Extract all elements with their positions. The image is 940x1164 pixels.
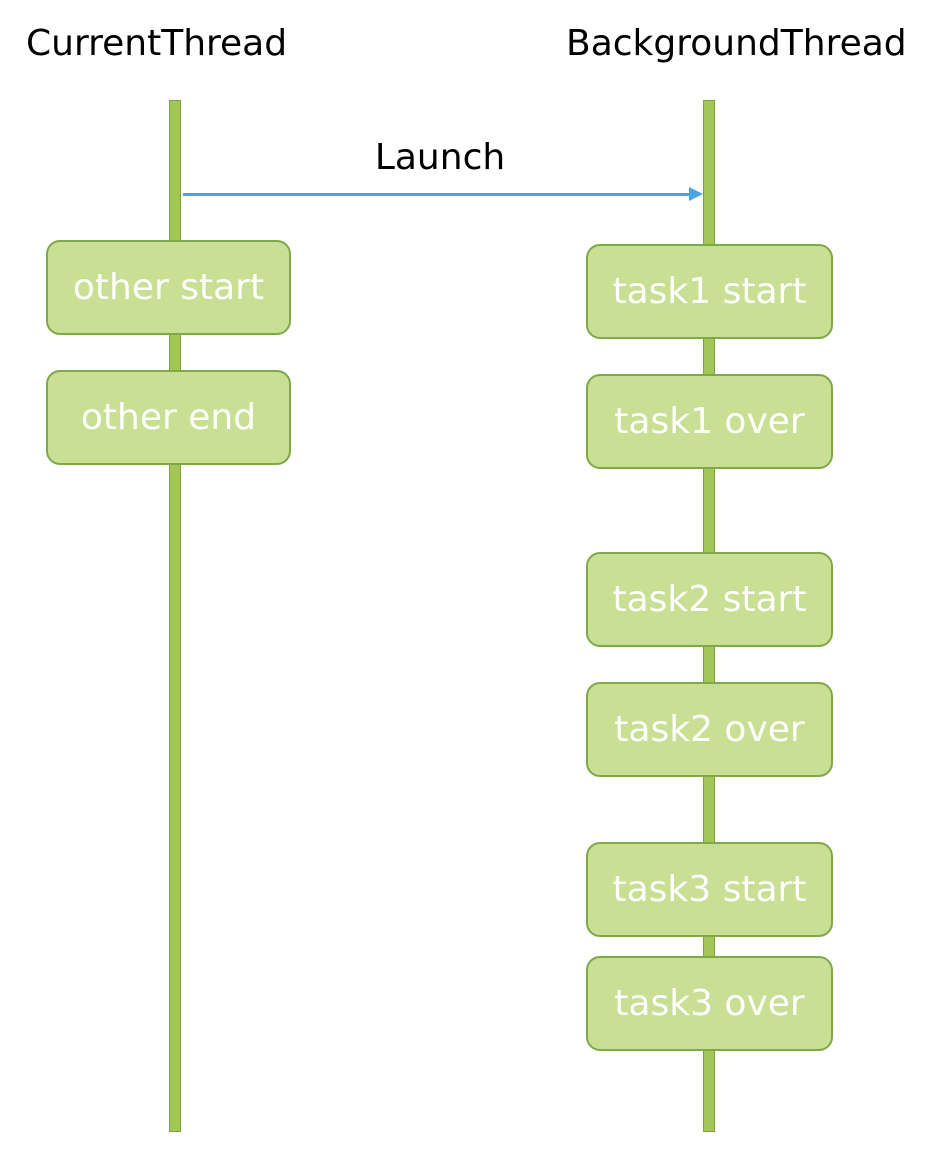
background-thread-title: BackgroundThread	[566, 23, 907, 64]
launch-arrow-line	[183, 193, 691, 196]
task1-start-block: task1 start	[586, 244, 833, 339]
current-thread-title: CurrentThread	[26, 23, 288, 64]
other-start-block: other start	[46, 240, 291, 335]
launch-arrow-head-icon	[689, 187, 703, 201]
task3-over-block: task3 over	[586, 956, 833, 1051]
other-end-block: other end	[46, 370, 291, 465]
task2-start-block: task2 start	[586, 552, 833, 647]
launch-arrow-label: Launch	[374, 137, 506, 178]
current-thread-lifeline	[169, 100, 181, 1132]
task2-over-block: task2 over	[586, 682, 833, 777]
task3-start-block: task3 start	[586, 842, 833, 937]
task1-over-block: task1 over	[586, 374, 833, 469]
